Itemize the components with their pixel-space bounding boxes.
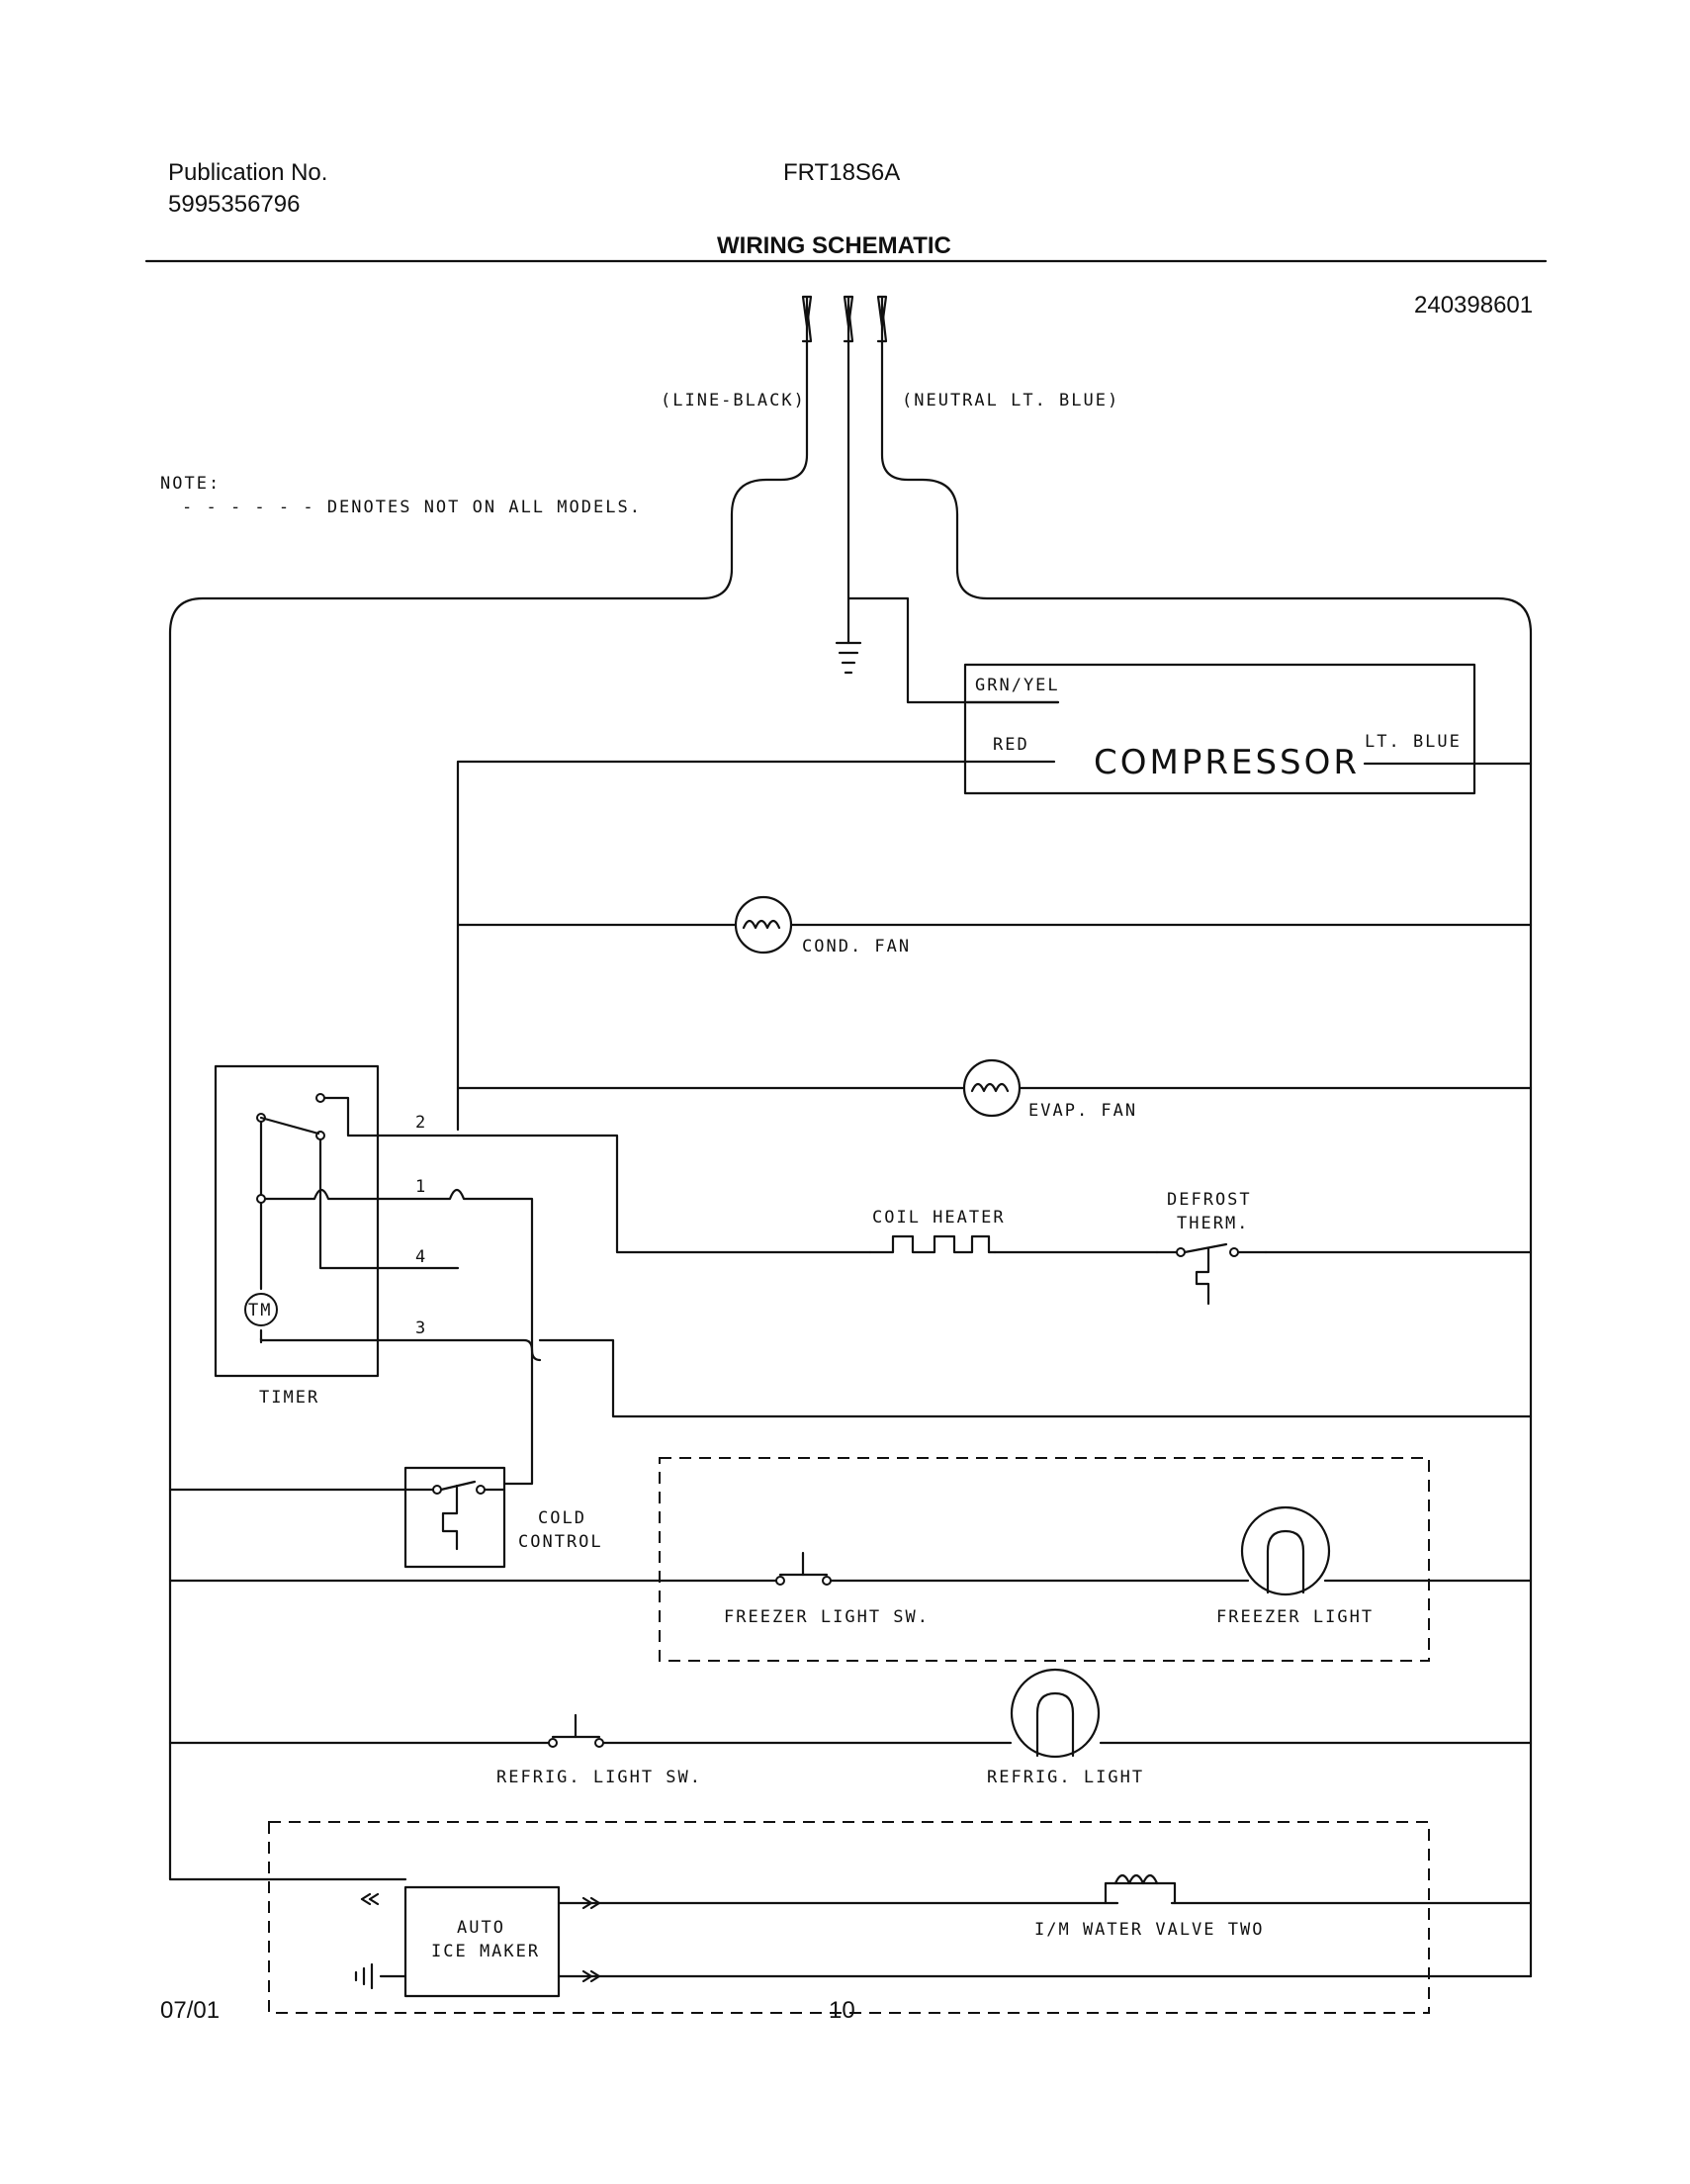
publication-label: Publication No. — [168, 159, 327, 186]
coil-heater-icon — [868, 1234, 997, 1254]
cold-control-box — [403, 1466, 506, 1569]
ice-maker-label-2: ICE MAKER — [431, 1942, 540, 1961]
timer-terminal-3: 3 — [415, 1319, 427, 1338]
svg-text:TM: TM — [248, 1301, 272, 1320]
ice-maker-connections — [354, 1892, 1533, 1990]
note-label: NOTE: — [160, 474, 221, 494]
cold-control-switch — [403, 1480, 506, 1551]
coil-heater-label: COIL HEATER — [872, 1208, 1006, 1228]
freezer-light-sw-label: FREEZER LIGHT SW. — [724, 1607, 930, 1627]
freezer-light-label: FREEZER LIGHT — [1216, 1607, 1374, 1627]
timer-label: TIMER — [259, 1388, 319, 1408]
timer-box — [214, 1064, 380, 1378]
part-number: 240398601 — [1414, 292, 1533, 318]
supply-bus — [456, 760, 1056, 1132]
ice-maker-box — [403, 1885, 561, 1998]
defrost-therm-label-1: DEFROST — [1167, 1190, 1252, 1210]
timer-terminal-4: 4 — [415, 1247, 427, 1267]
compressor-label: COMPRESSOR — [1094, 743, 1360, 782]
ice-maker-option-box — [268, 1821, 1430, 2014]
defrost-therm-label-2: THERM. — [1177, 1214, 1249, 1233]
timer-motor-icon: TM — [244, 1293, 278, 1326]
page-title: WIRING SCHEMATIC — [717, 232, 951, 259]
freezer-light-switch-icon — [775, 1551, 832, 1586]
freezer-light-bulb-icon — [1240, 1505, 1331, 1596]
timer-switch — [256, 1093, 1533, 1486]
refrig-light-bulb-icon — [1010, 1668, 1101, 1759]
cond-fan-icon — [734, 895, 793, 955]
refrig-light-switch-icon — [548, 1713, 604, 1748]
evap-fan-label: EVAP. FAN — [1028, 1101, 1137, 1121]
footer-page-number: 10 — [829, 1997, 855, 2024]
ground-icon — [835, 641, 862, 675]
neutral-label: (NEUTRAL LT. BLUE) — [902, 391, 1119, 410]
footer-date: 07/01 — [160, 1997, 220, 2024]
compressor-ground-terminal: GRN/YEL — [975, 676, 1060, 695]
refrig-light-sw-label: REFRIG. LIGHT SW. — [496, 1768, 702, 1787]
timer-terminal-1: 1 — [415, 1177, 427, 1197]
defrost-circuit — [456, 1134, 1533, 1254]
neutral-conductor — [880, 339, 1533, 1978]
water-valve-label: I/M WATER VALVE TWO — [1034, 1920, 1264, 1940]
publication-number: 5995356796 — [168, 191, 300, 218]
compressor-run-terminal: RED — [993, 735, 1029, 755]
ice-maker-label-1: AUTO — [457, 1918, 505, 1938]
line-black-label: (LINE-BLACK) — [661, 391, 806, 410]
note-text: - - - - - - DENOTES NOT ON ALL MODELS. — [182, 498, 642, 517]
defrost-therm-icon — [1155, 1242, 1268, 1306]
timer-terminal-2: 2 — [415, 1113, 427, 1133]
evap-fan-icon — [962, 1058, 1022, 1118]
line-conductor — [168, 339, 809, 1881]
water-valve-coil-icon — [1104, 1873, 1177, 1905]
refrig-light-label: REFRIG. LIGHT — [987, 1768, 1144, 1787]
cond-fan-label: COND. FAN — [802, 937, 911, 956]
freezer-light-option-box — [659, 1457, 1430, 1662]
cold-control-label-2: CONTROL — [518, 1532, 603, 1552]
power-cord — [801, 295, 888, 343]
model-number: FRT18S6A — [783, 159, 900, 186]
cold-control-label-1: COLD — [538, 1508, 586, 1528]
compressor-neutral-terminal: LT. BLUE — [1365, 732, 1462, 752]
compressor-box — [963, 663, 1476, 795]
